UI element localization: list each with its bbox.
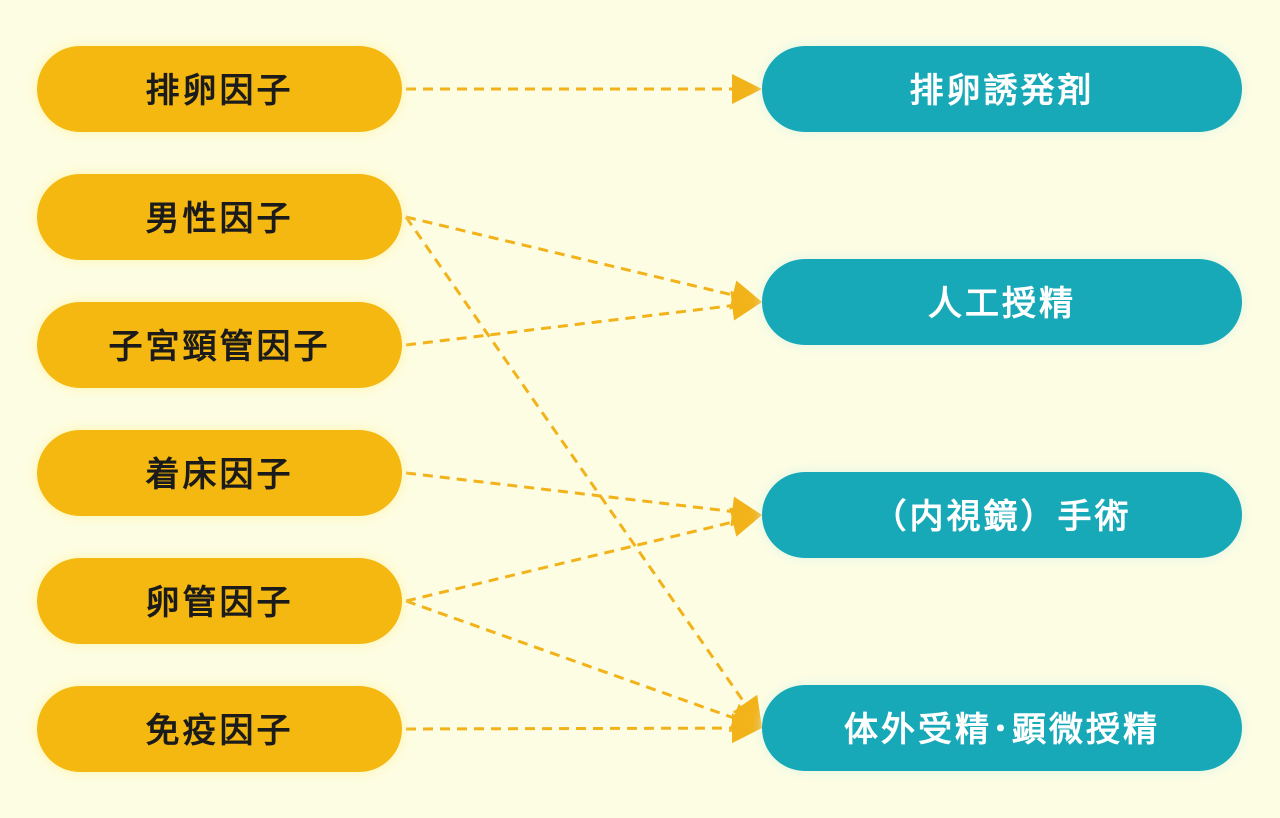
cause-node-label: 子宮頸管因子	[109, 327, 331, 367]
connection-male-to-artificial-insemination	[405, 215, 738, 298]
cause-node-label: 卵管因子	[146, 583, 294, 623]
cause-node-pill	[37, 686, 402, 772]
treatment-node-pill	[762, 472, 1242, 558]
treatment-node-label: 排卵誘発剤	[910, 71, 1095, 111]
cause-node-tubal: 卵管因子	[35, 556, 404, 646]
arrowhead-cervical-to-artificial-insemination	[730, 290, 762, 321]
cause-node-implantation: 着床因子	[35, 428, 404, 518]
cause-node-ovulation: 排卵因子	[35, 44, 404, 134]
treatment-node-endoscopic-surgery: （内視鏡）手術	[760, 470, 1244, 560]
cause-node-pill	[37, 46, 402, 132]
cause-node-pill	[37, 174, 402, 260]
arrowhead-tubal-to-endoscopic-surgery	[729, 507, 762, 537]
cause-node-cervical: 子宮頸管因子	[35, 300, 404, 390]
connection-tubal-to-ivf-icsi	[405, 599, 739, 721]
cause-node-immune: 免疫因子	[35, 684, 404, 774]
connection-male-to-ivf-icsi	[404, 216, 749, 708]
treatment-node-ovulation-induction: 排卵誘発剤	[760, 44, 1244, 134]
connection-implantation-to-endoscopic-surgery	[405, 471, 737, 514]
arrowhead-immune-to-ivf-icsi	[731, 713, 762, 744]
arrowhead-male-to-ivf-icsi	[732, 694, 762, 728]
treatment-node-pill	[762, 685, 1242, 771]
treatment-node-pill	[762, 46, 1242, 132]
connections	[404, 74, 762, 744]
treatment-node-label: 体外受精･顕微授精	[844, 710, 1160, 750]
cause-node-pill	[37, 430, 402, 516]
cause-node-label: 着床因子	[145, 455, 294, 495]
cause-node-label: 排卵因子	[146, 71, 294, 111]
connection-cervical-to-artificial-insemination	[405, 303, 737, 347]
cause-node-pill	[37, 302, 402, 388]
cause-node-label: 免疫因子	[146, 711, 294, 751]
treatment-node-pill	[762, 259, 1242, 345]
treatment-node-ivf-icsi: 体外受精･顕微授精	[760, 683, 1244, 773]
connection-tubal-to-endoscopic-surgery	[405, 519, 738, 603]
treatment-node-label: （内視鏡）手術	[873, 497, 1132, 537]
arrowhead-ovulation-to-ovulation-induction	[732, 74, 762, 104]
connection-immune-to-ivf-icsi	[405, 726, 737, 731]
treatment-node-artificial-insemination: 人工授精	[760, 257, 1244, 347]
cause-node-label: 男性因子	[146, 199, 294, 239]
cause-node-pill	[37, 558, 402, 644]
treatment-node-label: 人工授精	[928, 284, 1076, 324]
cause-node-male: 男性因子	[35, 172, 404, 262]
